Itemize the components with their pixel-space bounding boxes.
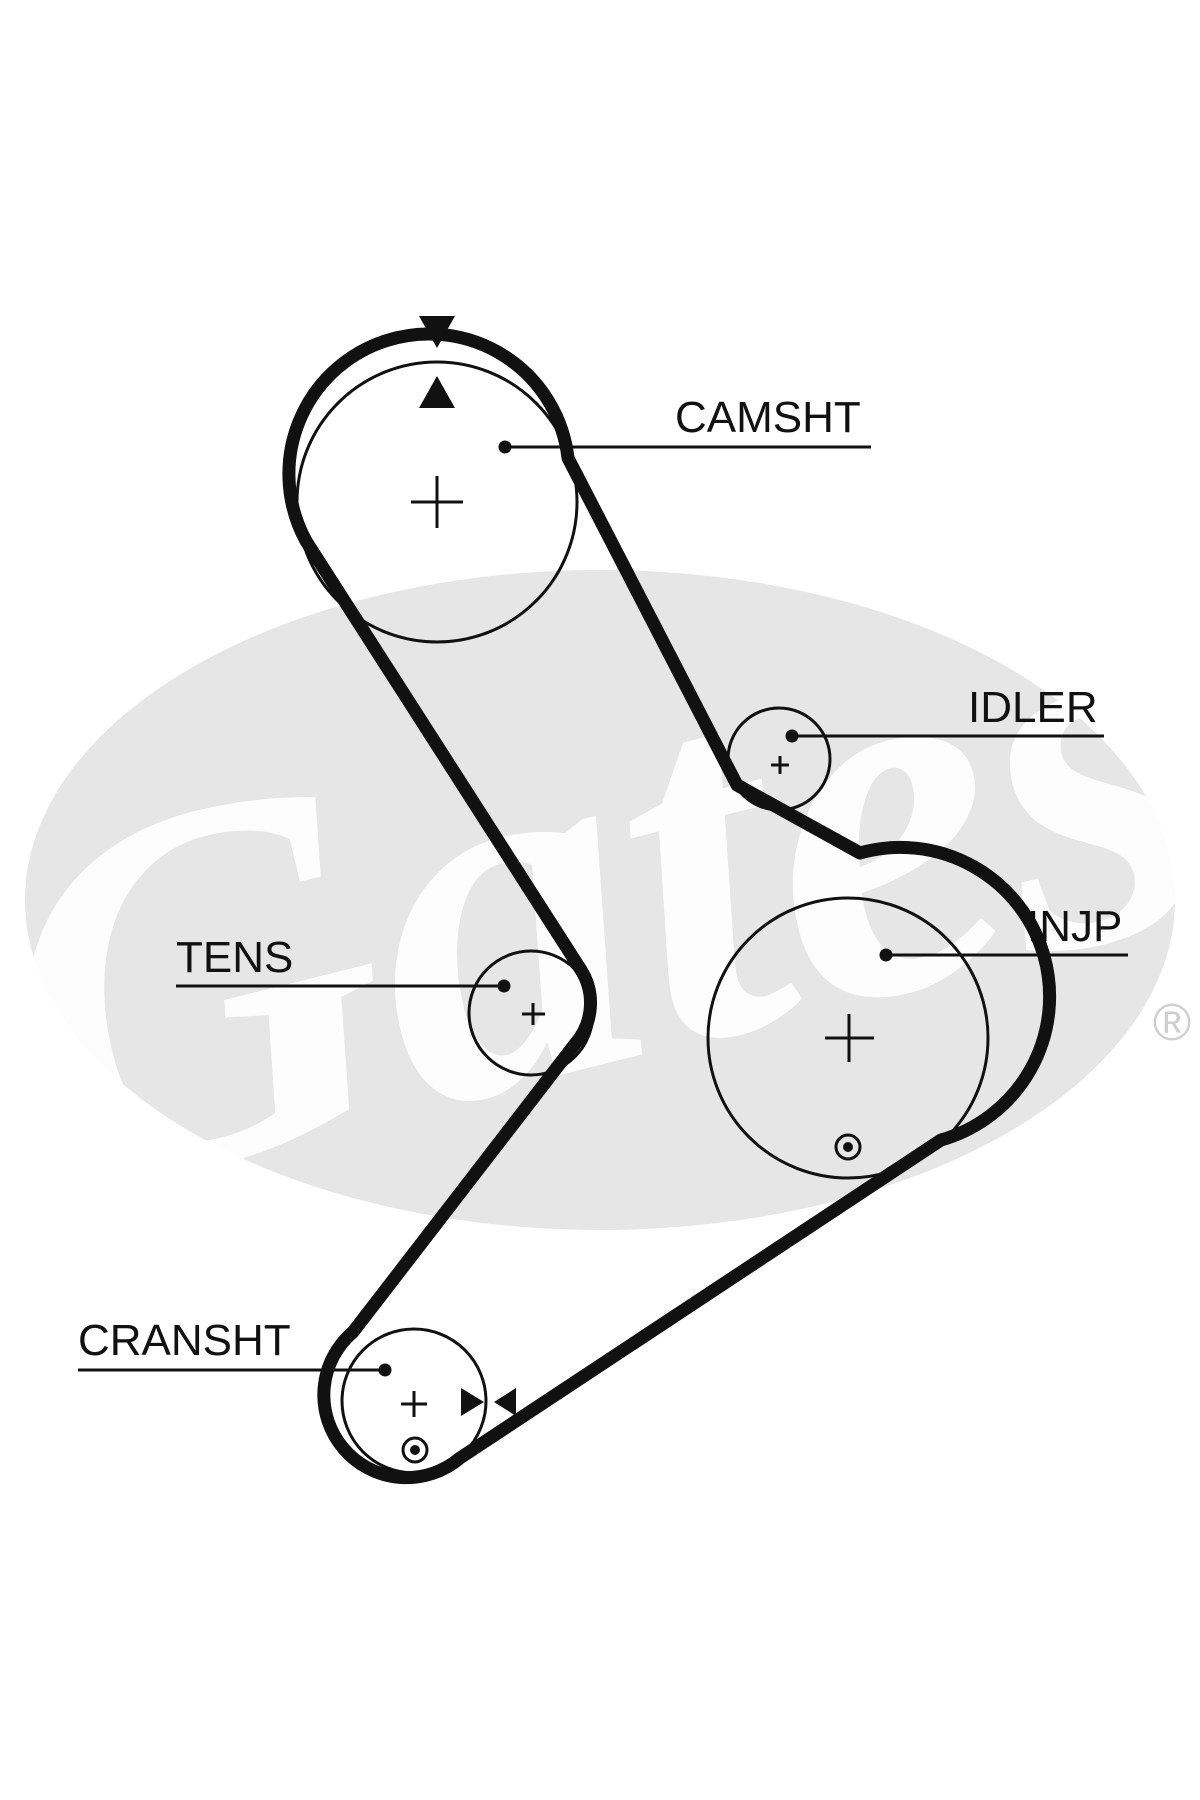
idler-leader (785, 729, 1104, 743)
label-injection-pump: INJP (1027, 902, 1122, 951)
idler-center-cross (771, 756, 789, 774)
pulley-centers (401, 476, 874, 1417)
alignment-arrows (419, 316, 516, 1416)
label-idler: IDLER (968, 683, 1098, 732)
crankshaft-center-cross (401, 1391, 427, 1417)
timing-marks (401, 1133, 862, 1464)
crankshaft-arrow-right (461, 1388, 484, 1416)
injection-pump-leader (879, 948, 1128, 962)
registered-mark: ® (1153, 994, 1191, 1052)
label-camshaft: CAMSHT (675, 393, 861, 442)
injection-pump-timing-mark (834, 1133, 862, 1161)
tensioner-center-cross (522, 1003, 545, 1025)
leader-lines (78, 440, 1128, 1377)
crankshaft-leader (78, 1363, 392, 1377)
injection-pump-pulley (706, 896, 990, 1180)
camshaft-center-cross (411, 476, 463, 528)
label-tensioner: TENS (176, 933, 293, 982)
crankshaft-timing-mark (401, 1436, 429, 1464)
labels: CAMSHT IDLER TENS INJP CRANSHT (78, 393, 1122, 1365)
gates-logo-watermark: Gates ® (0, 460, 1200, 1311)
label-crankshaft: CRANSHT (78, 1316, 291, 1365)
camshaft-leader (498, 440, 871, 454)
injection-pump-center-cross (825, 1014, 874, 1062)
crankshaft-arrow-left (494, 1388, 516, 1416)
tensioner-leader (176, 979, 511, 993)
camshaft-top-arrow-down (419, 316, 455, 348)
camshaft-top-arrow-up (419, 376, 455, 408)
